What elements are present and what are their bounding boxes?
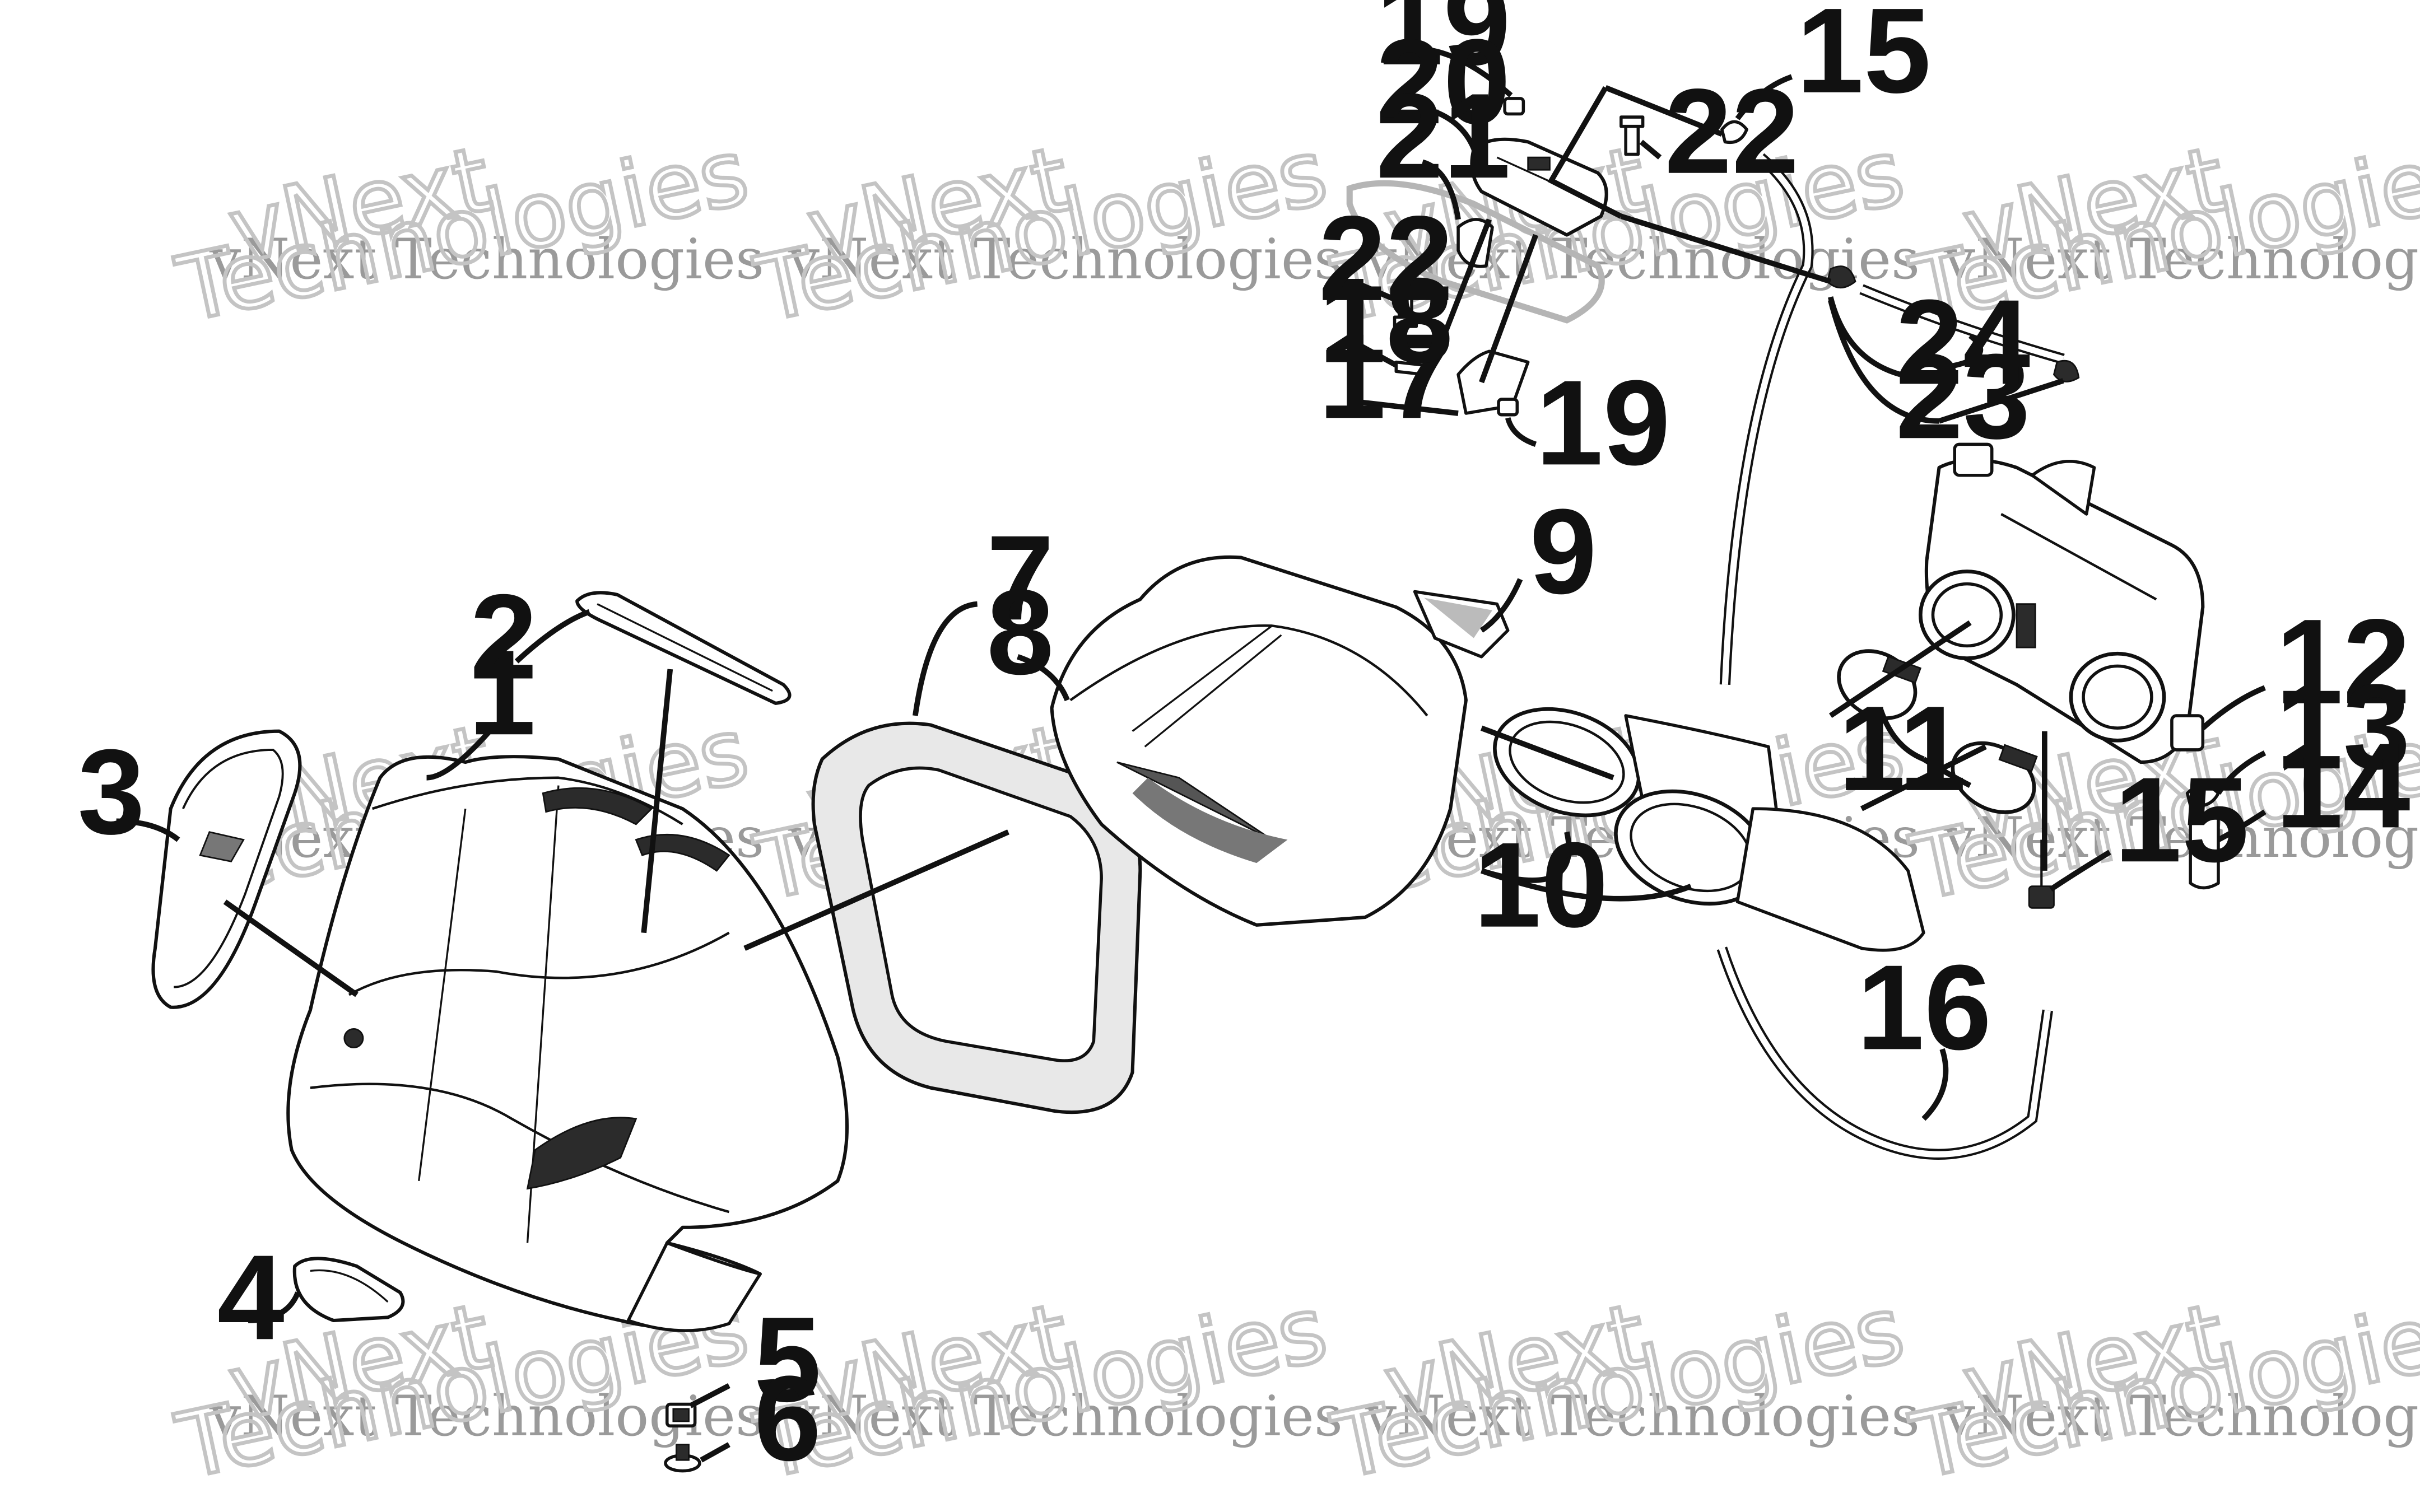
callout-15-bottom: 15 [2114,752,2249,887]
svg-text:vNext Technologies: vNext Technologies [788,226,1343,292]
callout-15-top: 15 [1797,0,1931,118]
part-15-connector-lower [2028,839,2055,909]
callout-2: 2 [470,569,537,704]
part-24-hose [1859,284,2065,365]
callout-6: 6 [754,1350,821,1486]
part-11-clamp-lower [1951,741,2038,814]
part-22-bolt-lower [1393,287,1418,328]
callout-5: 5 [754,1291,821,1427]
callout-4: 4 [217,1229,285,1365]
callout-21: 21 [1376,68,1510,203]
callout-19-top: 19 [1376,0,1510,90]
svg-text:vNext Technologies: vNext Technologies [209,226,764,292]
part-16-hose [1716,946,2053,1160]
part-2-gasket [575,591,792,705]
part-6-screw [664,1444,701,1473]
part-10-intake-boot-lower [1614,789,1925,952]
part-12-fitting [2170,714,2205,752]
callout-14: 14 [2275,717,2410,853]
callout-9: 9 [1529,483,1597,619]
part-4-badge [292,1257,405,1323]
callout-22-bottom: 22 [1319,190,1453,326]
svg-text:vNext Technologies: vNext Technologies [1943,805,2420,870]
part-20-module [1470,137,1608,237]
callout-12: 12 [2275,594,2410,729]
part-14-hose [2189,810,2220,890]
part-7-filter-frame [811,721,1142,1114]
callout-19-bottom: 19 [1536,354,1670,490]
part-9-pad [1413,590,1510,659]
callout-8: 8 [986,564,1054,699]
callout-3: 3 [77,724,145,859]
svg-text:vNext Technologies: vNext Technologies [1365,1383,1920,1449]
svg-text:vNext Technologies: vNext Technologies [1943,1383,2420,1449]
vacuum-hose [1719,153,1814,685]
callout-22-top: 22 [1664,63,1799,199]
part-15-connector-upper [1720,120,1748,144]
part-19-nut-top [1503,97,1525,116]
callout-13: 13 [2275,659,2410,794]
part-5-clip [666,1402,697,1428]
svg-text:vNext Technologies: vNext Technologies [1943,226,2420,292]
callout-17: 17 [1319,308,1453,444]
callout-10: 10 [1474,817,1608,953]
callout-23: 23 [1896,328,2030,464]
callout-24: 24 [1896,274,2030,409]
part-22-bolt-upper [1619,115,1645,156]
part-8-filter-housing [1050,555,1468,927]
leader-lines [116,46,2267,1463]
callout-7: 7 [986,510,1054,645]
part-23-clamp-left [1826,265,1856,289]
callouts: 1 2 3 4 5 6 7 8 9 10 11 12 13 14 15 15 1… [77,0,2410,1486]
throttle-body-assembly [1918,442,2205,764]
part-1-air-box [286,755,849,1332]
callout-20: 20 [1376,13,1510,149]
part-23-clamp-right [2053,360,2080,382]
callout-11: 11 [1839,680,1966,816]
part-3-side-panel [151,729,302,1009]
callout-18: 18 [1319,253,1453,388]
part-19-nut-bottom [1497,398,1519,417]
svg-text:vNext Technologies: vNext Technologies [788,1383,1343,1449]
ghost-bracket [1346,180,1605,324]
part-18-screw [1394,360,1426,376]
callout-16: 16 [1857,939,1991,1075]
callout-1: 1 [468,624,536,760]
